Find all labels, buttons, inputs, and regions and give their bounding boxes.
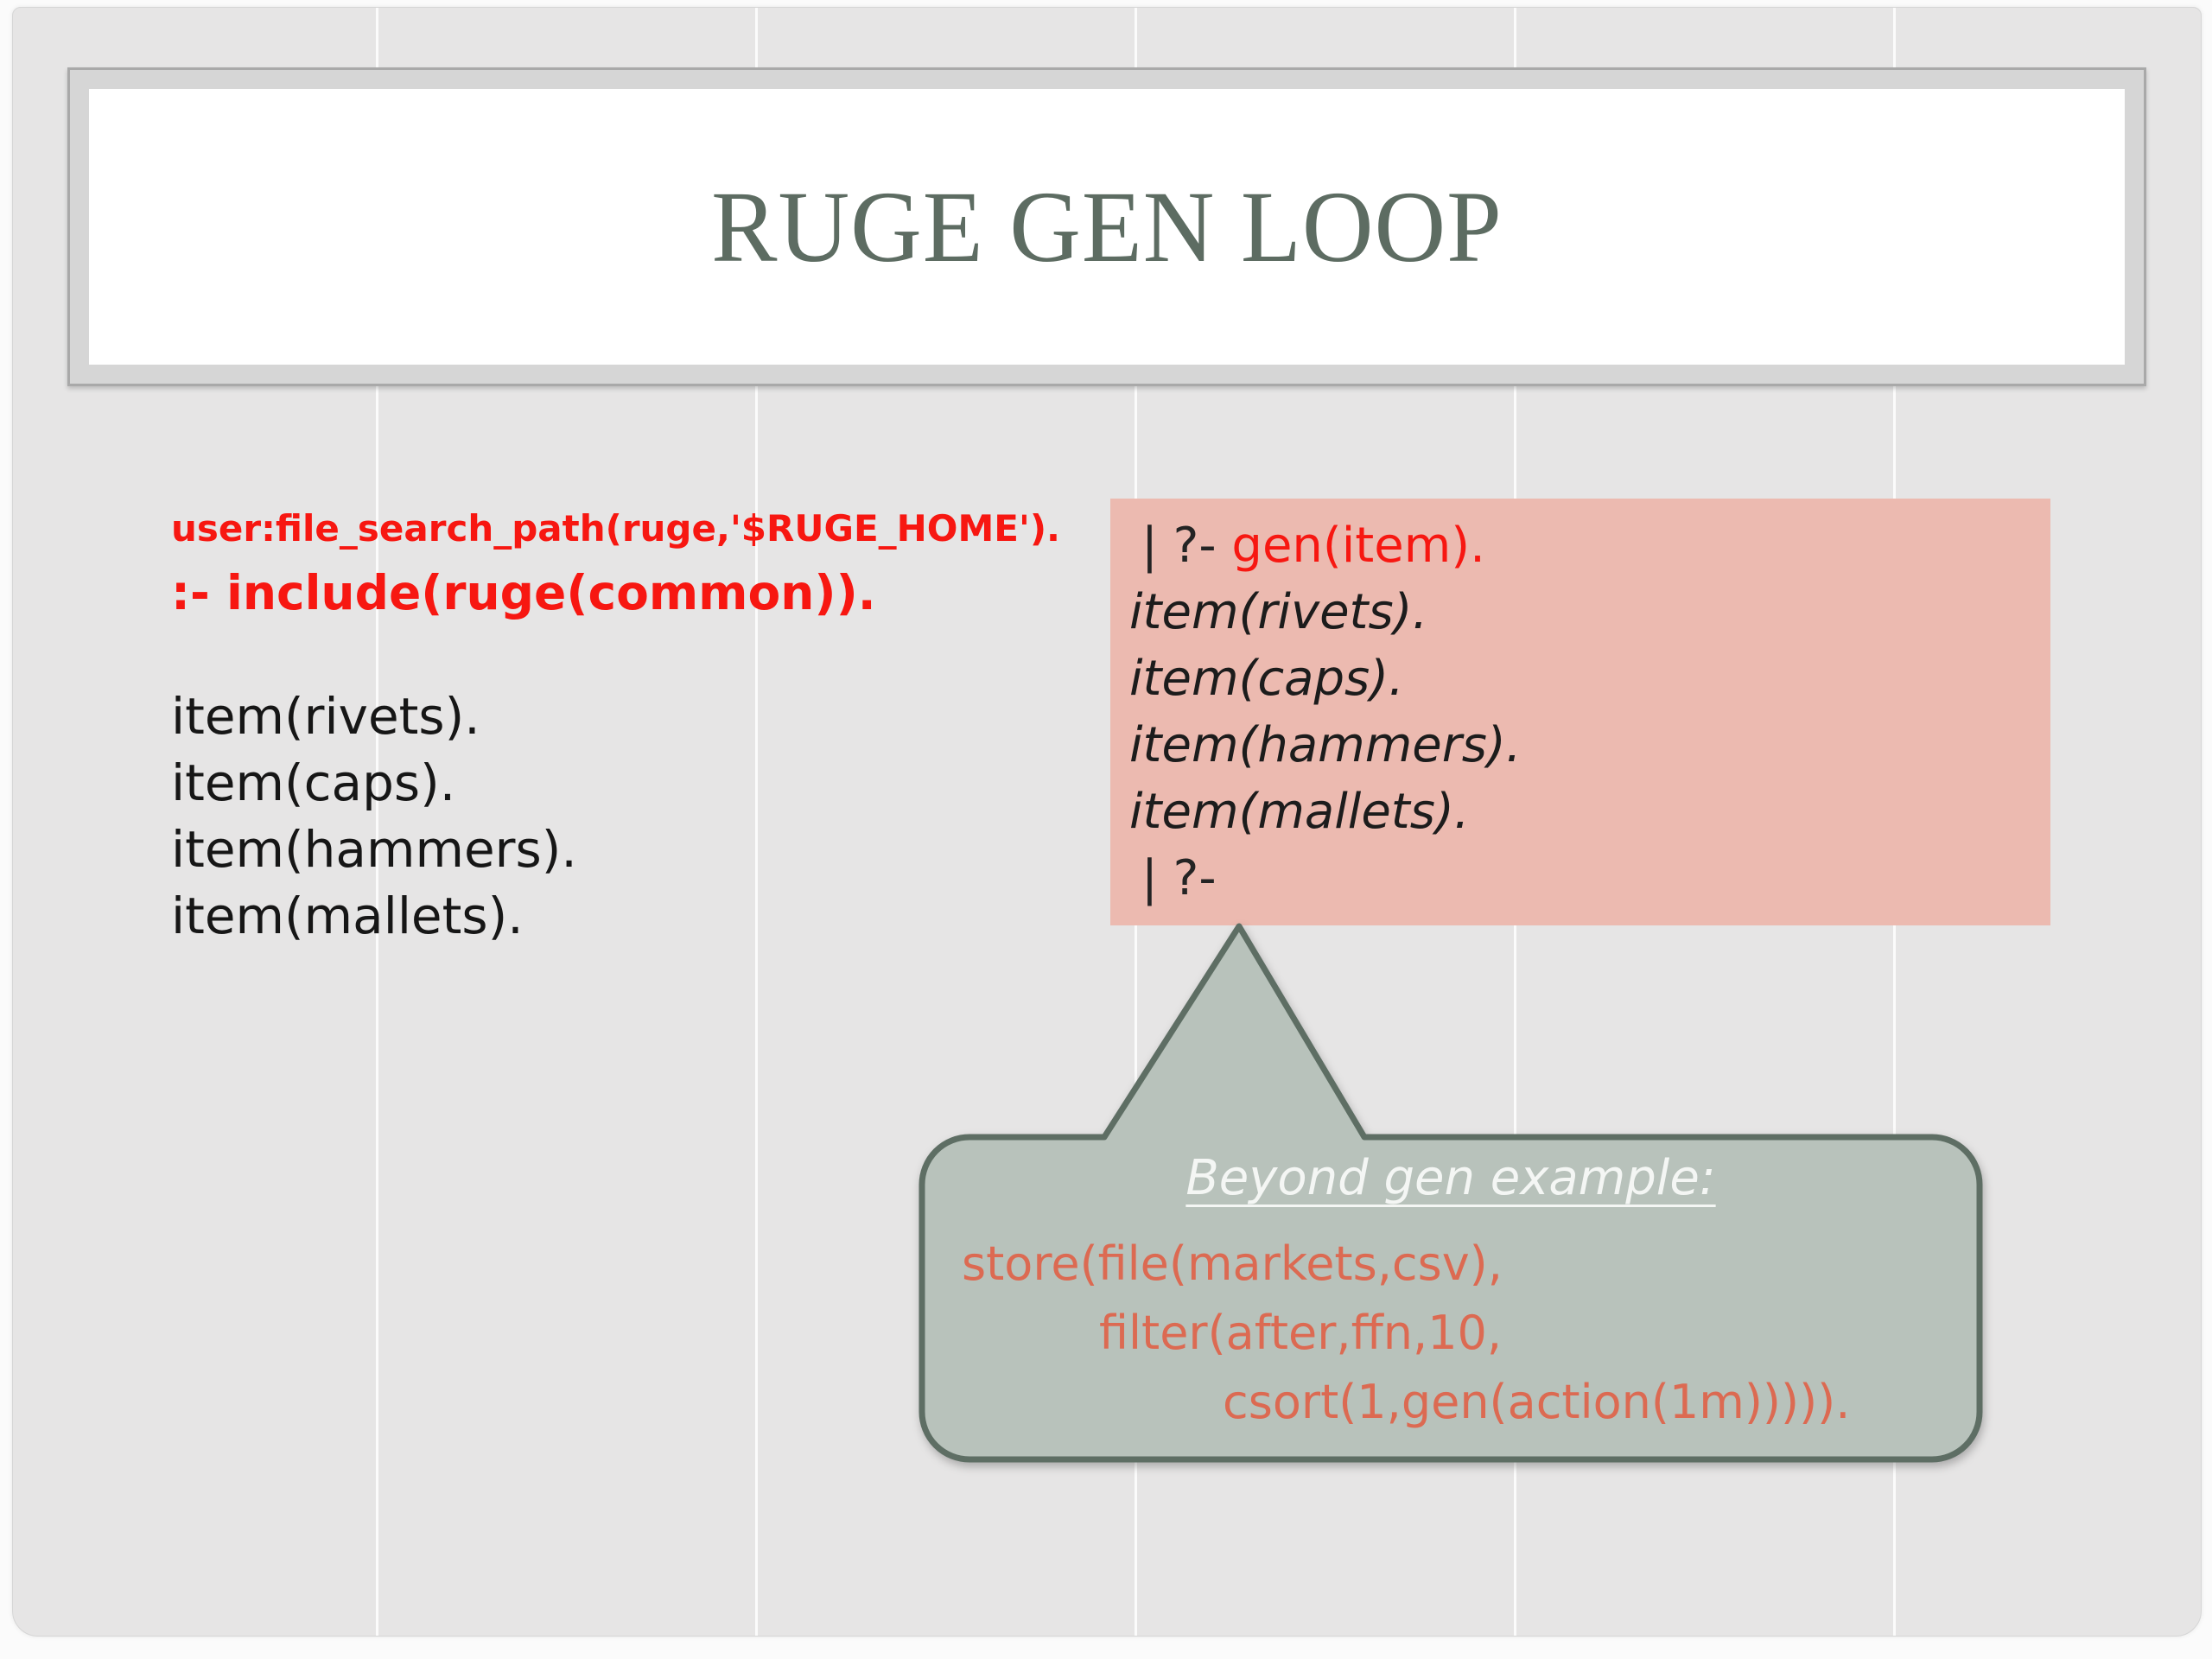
slide-background: RUGE GEN LOOP user:file_search_path(ruge… <box>12 7 2202 1637</box>
console-result-line: item(mallets). <box>1129 784 1470 840</box>
console-query: gen(item). <box>1231 518 1485 574</box>
console-result-line: item(rivets). <box>1129 584 1428 640</box>
item-facts-list: item(rivets). item(caps). item(hammers).… <box>171 683 577 950</box>
callout-heading-text: Beyond gen example: <box>1185 1150 1716 1206</box>
callout-bubble-path <box>918 923 1983 1463</box>
callout-code-line: store(file(markets,csv), <box>962 1236 1503 1291</box>
console-output-box: | ?- gen(item). item(rivets). item(caps)… <box>1110 499 2050 925</box>
console-prompt: | ?- <box>1141 518 1232 574</box>
item-fact: item(caps). <box>171 753 456 812</box>
title-box-inner: RUGE GEN LOOP <box>89 89 2125 365</box>
callout-heading: Beyond gen example: <box>922 1150 1980 1206</box>
item-fact: item(rivets). <box>171 687 480 746</box>
callout-bubble-shape <box>918 923 1983 1463</box>
item-fact: item(mallets). <box>171 887 524 945</box>
slide-title: RUGE GEN LOOP <box>711 169 1503 283</box>
console-query-line: | ?- gen(item). <box>1129 512 2050 579</box>
console-result-line: item(caps). <box>1129 651 1404 707</box>
console-trailing-prompt: | ?- <box>1141 850 1217 906</box>
title-box: RUGE GEN LOOP <box>67 67 2146 386</box>
callout-code-line: filter(after,ffn,10, <box>1099 1306 1503 1360</box>
code-include-line: :- include(ruge(common)). <box>171 565 876 620</box>
callout-code-line: csort(1,gen(action(1m))))). <box>1223 1375 1851 1429</box>
console-result-line: item(hammers). <box>1129 717 1522 773</box>
item-fact: item(hammers). <box>171 820 577 879</box>
code-search-path-line: user:file_search_path(ruge,'$RUGE_HOME')… <box>171 507 1060 550</box>
